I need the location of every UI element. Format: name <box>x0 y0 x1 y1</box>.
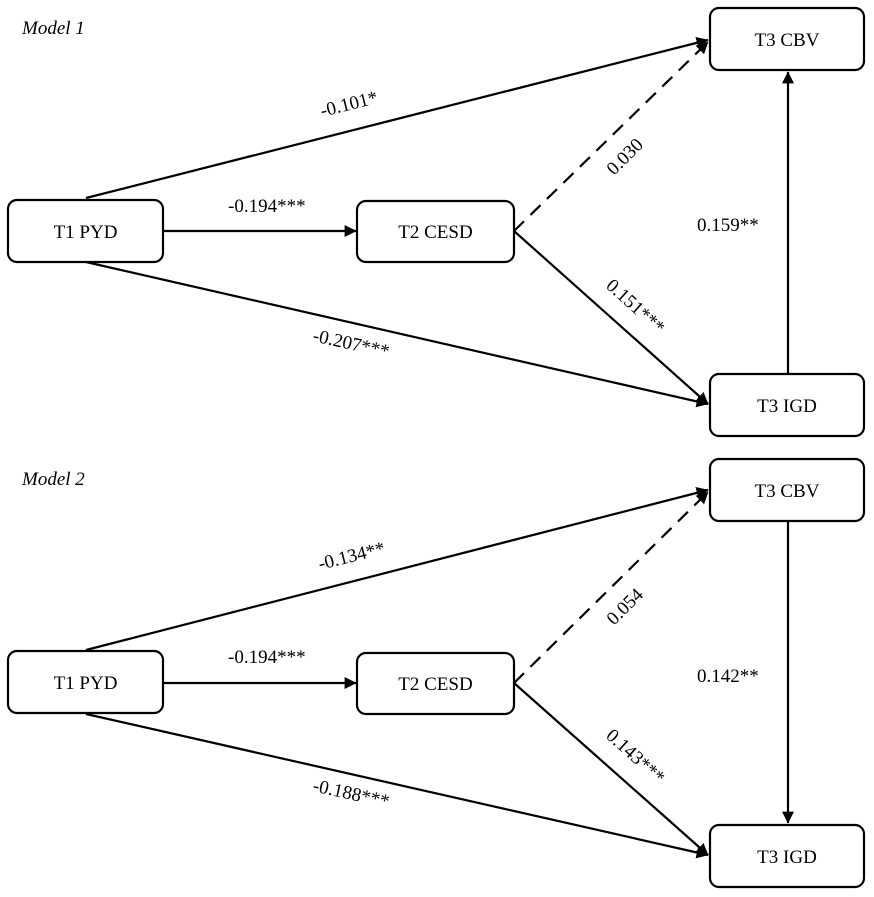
model-1-edge-pyd-igd <box>85 260 709 408</box>
model-2-title: Model 2 <box>21 469 85 490</box>
model-2-node-igd: T3 IGD <box>708 823 866 889</box>
model-1-label-cbv-igd: 0.159** <box>697 215 759 236</box>
model-1-label-pyd-cbv: -0.101* <box>318 87 380 122</box>
model-2-node-cesd-label: T2 CESD <box>398 674 472 695</box>
model-1-node-pyd: T1 PYD <box>6 198 165 264</box>
model-2-label-pyd-cbv: -0.134** <box>316 538 387 575</box>
model-1-node-igd: T3 IGD <box>708 372 866 438</box>
model-1-node-cbv: T3 CBV <box>708 6 866 72</box>
model-1-node-cesd-label: T2 CESD <box>398 222 472 243</box>
model-1-edge-cesd-igd <box>513 230 709 405</box>
model-1-label-pyd-igd: -0.207*** <box>311 325 391 362</box>
model-2-edge-cesd-cbv <box>513 491 709 684</box>
model-2-node-pyd: T1 PYD <box>6 649 165 715</box>
model-2-label-cesd-cbv: 0.054 <box>603 584 648 629</box>
model-2-node-cbv: T3 CBV <box>708 457 866 523</box>
model-2-node-igd-label: T3 IGD <box>757 847 817 868</box>
model-2-edge-pyd-igd <box>85 712 709 859</box>
model-2-node-cbv-label: T3 CBV <box>755 481 820 502</box>
model-1-label-cesd-cbv: 0.030 <box>603 134 648 179</box>
model-2: Model 2 -0.134** -0.194*** -0.188*** 0.0… <box>6 457 866 889</box>
model-1-title: Model 1 <box>21 18 85 39</box>
model-2-label-cesd-igd: 0.143*** <box>602 725 669 788</box>
model-1-label-pyd-cesd: -0.194*** <box>228 196 306 217</box>
model-2-label-pyd-cesd: -0.194*** <box>228 647 306 668</box>
model-1: Model 1 -0.101* -0.194*** -0.207*** 0.03… <box>6 6 866 438</box>
model-2-label-cbv-igd: 0.142** <box>697 666 759 687</box>
model-1-node-cesd: T2 CESD <box>355 199 516 264</box>
model-2-node-cesd: T2 CESD <box>355 651 516 716</box>
model-1-node-pyd-label: T1 PYD <box>54 222 118 243</box>
model-1-node-igd-label: T3 IGD <box>757 396 817 417</box>
model-2-edge-cesd-igd <box>513 682 709 856</box>
model-1-edge-cesd-cbv <box>513 41 709 232</box>
model-1-label-cesd-igd: 0.151*** <box>602 275 669 338</box>
model-1-node-cbv-label: T3 CBV <box>755 30 820 51</box>
model-2-edge-pyd-cbv <box>85 487 709 652</box>
model-2-node-pyd-label: T1 PYD <box>54 673 118 694</box>
model-1-edge-pyd-cbv <box>85 36 709 200</box>
